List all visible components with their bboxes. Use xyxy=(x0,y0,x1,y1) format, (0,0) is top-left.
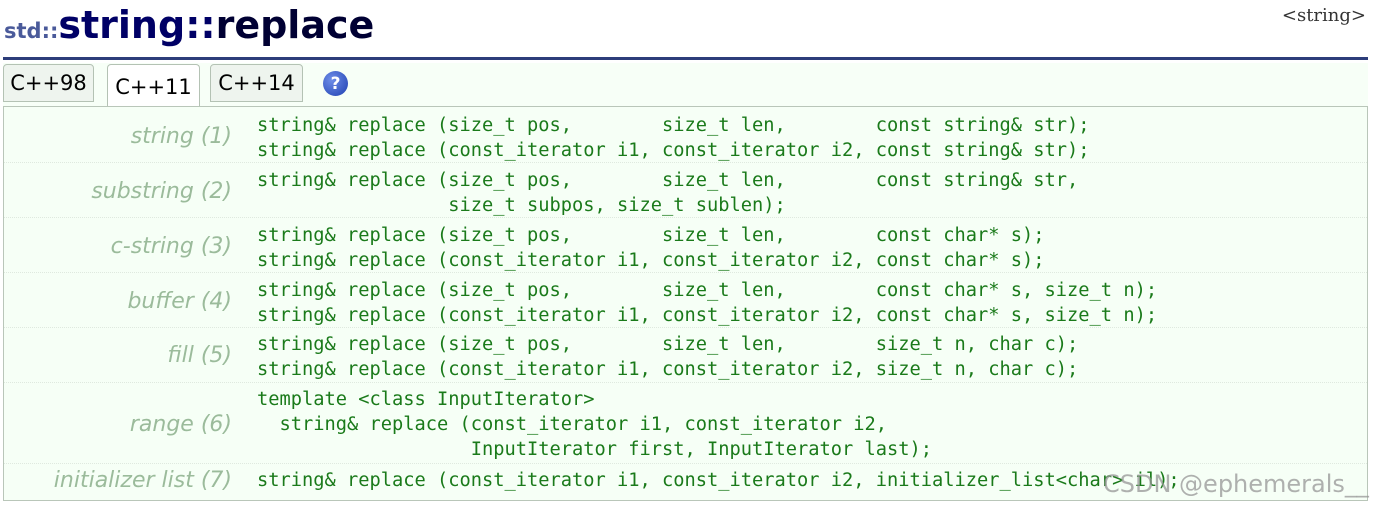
signatures-panel: string (1) string& replace (size_t pos, … xyxy=(3,106,1368,501)
tab-cpp98[interactable]: C++98 xyxy=(3,64,94,102)
signature-code: template <class InputIterator> string& r… xyxy=(257,389,933,460)
signature-code: string& replace (size_t pos, size_t len,… xyxy=(257,280,1158,326)
signature-row: c-string (3) string& replace (size_t pos… xyxy=(4,218,1367,273)
version-tabs: C++98 C++11 C++14 ? xyxy=(3,63,1368,108)
signature-code: string& replace (size_t pos, size_t len,… xyxy=(257,225,1045,271)
signature-label: buffer (4) xyxy=(127,289,232,314)
signature-label: substring (2) xyxy=(91,179,232,204)
signature-label: range (6) xyxy=(129,412,232,437)
function-name: replace xyxy=(215,3,375,47)
tab-cpp14[interactable]: C++14 xyxy=(210,64,303,102)
signature-code: string& replace (const_iterator i1, cons… xyxy=(257,470,1180,491)
watermark: CSDN @ephemerals__ xyxy=(1103,470,1369,498)
signature-row: buffer (4) string& replace (size_t pos, … xyxy=(4,273,1367,328)
namespace-label: std:: xyxy=(4,19,59,43)
signature-row: initializer list (7) string& replace (co… xyxy=(4,464,1367,500)
signature-code: string& replace (size_t pos, size_t len,… xyxy=(257,170,1079,216)
signature-row: substring (2) string& replace (size_t po… xyxy=(4,163,1367,218)
signature-row: range (6) template <class InputIterator>… xyxy=(4,383,1367,464)
page-title: std:: string :: replace xyxy=(4,3,374,53)
signature-label: string (1) xyxy=(130,124,232,149)
tab-cpp11[interactable]: C++11 xyxy=(107,64,200,108)
signature-code: string& replace (size_t pos, size_t len,… xyxy=(257,115,1090,161)
header-file-link[interactable]: <string> xyxy=(1281,5,1366,26)
signature-label: fill (5) xyxy=(167,343,232,368)
class-name: string xyxy=(58,3,186,47)
scope-separator: :: xyxy=(185,3,216,47)
help-icon[interactable]: ? xyxy=(323,71,348,96)
signature-code: string& replace (size_t pos, size_t len,… xyxy=(257,334,1079,380)
signature-label: initializer list (7) xyxy=(53,468,232,493)
signature-row: string (1) string& replace (size_t pos, … xyxy=(4,107,1367,163)
signature-row: fill (5) string& replace (size_t pos, si… xyxy=(4,328,1367,383)
signature-label: c-string (3) xyxy=(110,234,232,259)
title-divider xyxy=(3,57,1368,60)
